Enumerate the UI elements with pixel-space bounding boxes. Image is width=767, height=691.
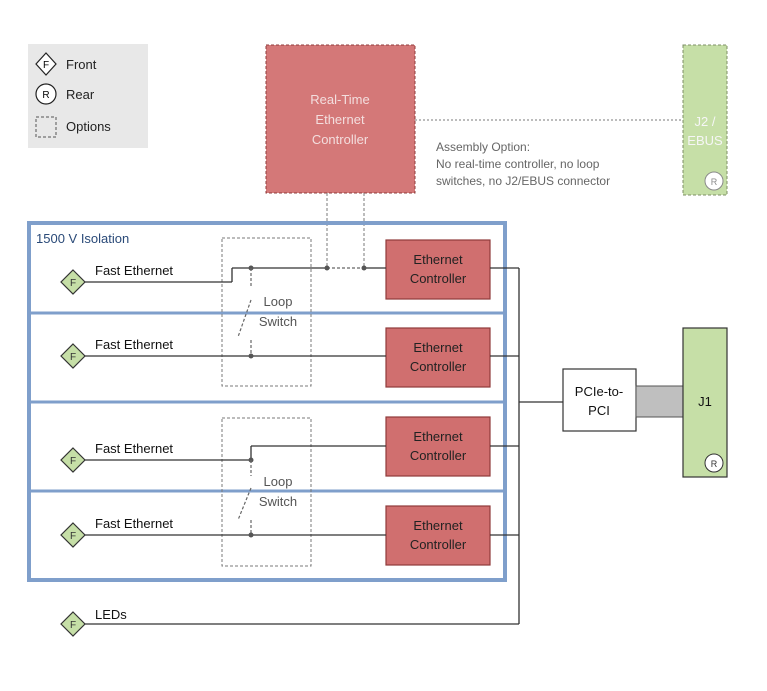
eth-controller-1-line1: Ethernet [413, 252, 463, 267]
pcie-to-pci-bridge: PCIe-to- PCI [562, 368, 637, 432]
assembly-option-line2: No real-time controller, no loop [436, 157, 600, 171]
port-3-front-icon [60, 447, 86, 473]
loop-switch-1-contact [237, 268, 252, 357]
port-1-front-icon [60, 269, 86, 295]
isolation-label: 1500 V Isolation [36, 231, 129, 246]
port-4-badge: F [70, 531, 76, 542]
j2-rear-badge: R [711, 177, 718, 187]
j1-label: J1 [698, 394, 712, 409]
port-3-badge: F [70, 456, 76, 467]
legend-rear-letter: R [42, 90, 49, 101]
port-1-rt-node-left [324, 265, 330, 271]
ethernet-controller-3: Ethernet Controller [385, 416, 491, 477]
port-1-badge: F [70, 278, 76, 289]
port-1: F Fast Ethernet [60, 263, 386, 295]
assembly-option-note: Assembly Option: No real-time controller… [436, 140, 610, 188]
ethernet-controller-2: Ethernet Controller [385, 327, 491, 388]
ethernet-controller-1: Ethernet Controller [385, 239, 491, 300]
pcie-line2: PCI [588, 403, 610, 418]
eth-controller-4-line2: Controller [410, 537, 467, 552]
legend-rear-icon: R [35, 83, 57, 105]
eth-controller-4-line1: Ethernet [413, 518, 463, 533]
port-3: F Fast Ethernet [60, 441, 386, 473]
j1-rear-badge: R [711, 459, 718, 469]
pcie-line1: PCIe-to- [575, 384, 623, 399]
port-2-badge: F [70, 352, 76, 363]
eth-controller-2-line2: Controller [410, 359, 467, 374]
rt-controller-line1: Real-Time [310, 92, 369, 107]
j2-rear-badge-icon [704, 171, 724, 191]
legend-rear-label: Rear [66, 87, 95, 102]
loop-switch-1-line2: Switch [259, 314, 297, 329]
isolation-group: 1500 V Isolation [27, 221, 507, 582]
eth-controller-1-line2: Controller [410, 271, 467, 286]
leds-label: LEDs [95, 607, 127, 622]
j1-connector: J1 R [682, 327, 728, 478]
port-1-label: Fast Ethernet [95, 263, 173, 278]
port-1-rt-node-right [361, 265, 367, 271]
loop-switch-2-line1: Loop [264, 474, 293, 489]
legend-options-label: Options [66, 119, 111, 134]
legend-front-letter: F [43, 60, 49, 71]
eth-controller-2-line1: Ethernet [413, 340, 463, 355]
pci-bus-connector [635, 385, 684, 418]
assembly-option-line1: Assembly Option: [436, 140, 530, 154]
port-2-label: Fast Ethernet [95, 337, 173, 352]
port-2-front-icon [60, 343, 86, 369]
port-2-switch-node [248, 353, 254, 359]
port-3-label: Fast Ethernet [95, 441, 173, 456]
eth-controller-3-line2: Controller [410, 448, 467, 463]
rt-controller-line2: Ethernet [315, 112, 365, 127]
eth-controller-3-line1: Ethernet [413, 429, 463, 444]
j2-ebus-connector: J2 / EBUS R [682, 44, 728, 196]
loop-switch-2: Loop Switch [221, 417, 312, 567]
port-4-label: Fast Ethernet [95, 516, 173, 531]
legend: F Front R Rear Options [28, 44, 148, 148]
loop-switch-1-line1: Loop [264, 294, 293, 309]
j2-label-line2: EBUS [687, 133, 723, 148]
legend-options-icon [35, 116, 57, 138]
loop-switch-1: Loop Switch [221, 237, 312, 387]
loop-switch-2-line2: Switch [259, 494, 297, 509]
legend-front-icon: F [35, 52, 57, 76]
port-4-front-icon [60, 522, 86, 548]
leds-badge: F [70, 620, 76, 631]
leds-front-icon [60, 611, 86, 637]
port-4: F Fast Ethernet [60, 516, 386, 548]
ethernet-controller-4: Ethernet Controller [385, 505, 491, 566]
rt-ethernet-controller: Real-Time Ethernet Controller [265, 44, 416, 194]
assembly-option-line3: switches, no J2/EBUS connector [436, 174, 610, 188]
j1-rear-badge-icon [704, 453, 724, 473]
legend-front-label: Front [66, 57, 97, 72]
leds: F LEDs [60, 607, 519, 637]
port-2: F Fast Ethernet [60, 337, 386, 369]
loop-switch-2-contact [237, 460, 252, 536]
port-4-switch-node [248, 532, 254, 538]
controller-bus [490, 267, 563, 624]
j2-label-line1: J2 / [695, 114, 716, 129]
rt-controller-line3: Controller [312, 132, 369, 147]
